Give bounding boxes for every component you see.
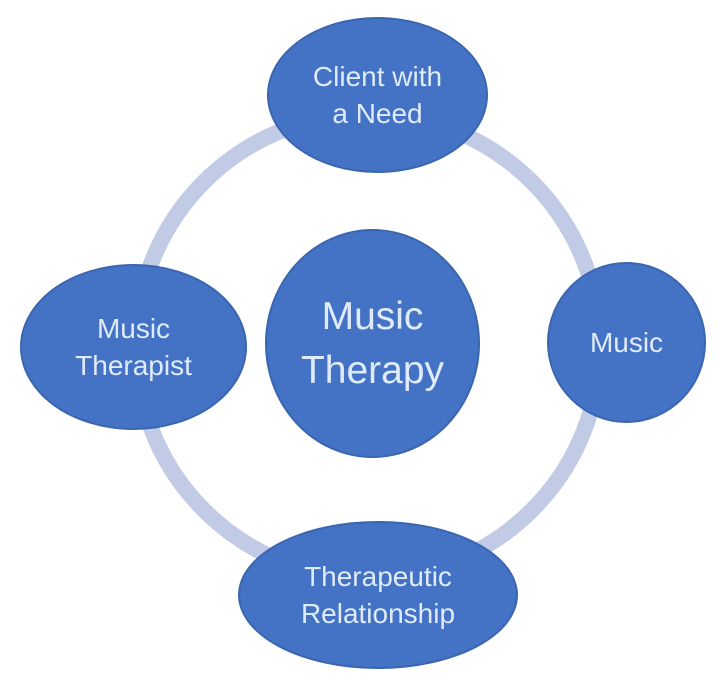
node-therapeutic-label-line-1: Therapeutic [304, 561, 452, 592]
node-music-label: Music [589, 327, 664, 358]
node-client-label-line-1: Client with [312, 61, 443, 92]
node-client-label-line-2: a Need [332, 98, 423, 129]
center-node-music-therapy: Music Therapy [265, 229, 480, 458]
node-therapist-label-line-1: Music [96, 313, 171, 344]
center-node-label-line-2: Therapy [300, 348, 445, 392]
node-music-therapist: Music Therapist [20, 264, 247, 430]
node-client-with-a-need: Client with a Need [267, 17, 488, 173]
node-music: Music [547, 262, 706, 423]
node-therapeutic-label-line-2: Relationship [300, 598, 456, 629]
node-therapist-label-line-2: Therapist [75, 350, 192, 381]
node-therapeutic-relationship: Therapeutic Relationship [238, 521, 518, 669]
center-node-label-line-1: Music [321, 294, 424, 338]
